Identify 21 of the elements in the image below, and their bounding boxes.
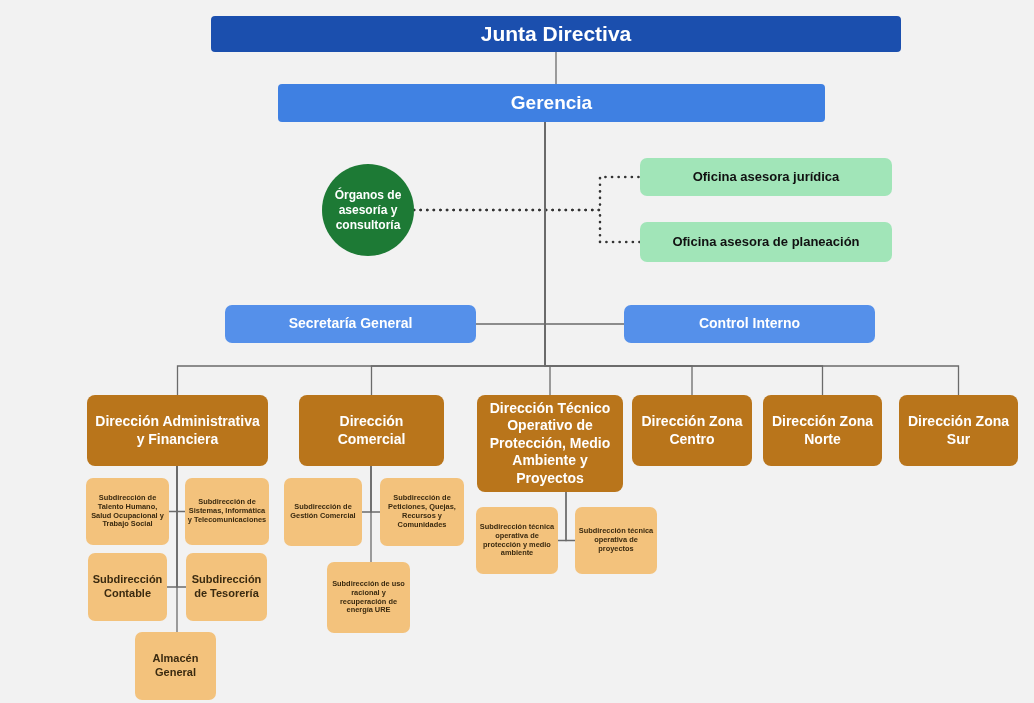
connector-line: [176, 465, 178, 633]
directorate-box: Dirección Zona Centro: [632, 395, 752, 466]
directorate-box: Dirección Técnico Operativo de Protección, Medio Ambiente y Proyectos: [477, 395, 623, 492]
directorate-box: Dirección Comercial: [299, 395, 444, 466]
advisory-circle: Órganos de asesoría y consultoría: [322, 164, 414, 256]
staff-unit-box: Secretaría General: [225, 305, 476, 343]
management-box: Gerencia: [278, 84, 825, 122]
board-box: Junta Directiva: [211, 16, 901, 52]
connector-line: [370, 465, 372, 563]
office-box: Oficina asesora jurídica: [640, 158, 892, 196]
connector-line: [565, 491, 576, 542]
dotted-connector: [412, 208, 642, 244]
subdirectorate-box: Subdirección Contable: [88, 553, 167, 621]
directorate-box: Dirección Zona Sur: [899, 395, 1018, 466]
connector-line: [555, 51, 557, 85]
staff-unit-box: Control Interno: [624, 305, 875, 343]
subdirectorate-box: Almacén General: [135, 632, 216, 700]
office-box: Oficina asesora de planeación: [640, 222, 892, 262]
directorate-box: Dirección Zona Norte: [763, 395, 882, 466]
directorate-box: Dirección Administrativa y Financiera: [87, 395, 268, 466]
subdirectorate-box: Subdirección de Tesorería: [186, 553, 267, 621]
